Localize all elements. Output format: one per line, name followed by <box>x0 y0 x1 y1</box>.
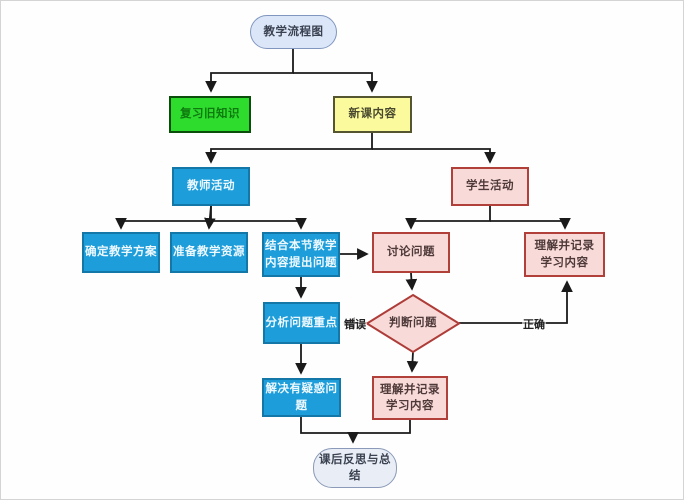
node-analyze-key-points: 分析问题重点 <box>263 302 340 344</box>
edge-start-review <box>205 49 294 93</box>
edge-student-understand <box>490 218 571 230</box>
node-start: 教学流程图 <box>250 15 337 49</box>
node-new-lesson-content: 新课内容 <box>333 96 412 133</box>
node-student-activity: 学生活动 <box>451 167 529 206</box>
node-judge-question: 判断问题 <box>389 317 437 330</box>
edge-start-newcontent <box>293 72 378 93</box>
node-prepare-teaching-resources: 准备教学资源 <box>170 232 248 273</box>
judge-diamond-shape <box>365 293 461 354</box>
edge-discuss-judge <box>405 272 418 291</box>
node-understand-record-right: 理解并记录 学习内容 <box>524 232 605 277</box>
edge-teacher-questions <box>211 218 307 230</box>
node-solve-doubts: 解决有疑惑问题 <box>262 378 341 417</box>
edge-teacher-plan <box>115 206 212 230</box>
node-discuss-questions: 讨论问题 <box>372 232 450 273</box>
edge-solve-merge <box>300 417 353 434</box>
node-understand-record-bottom: 理解并记录 学习内容 <box>372 376 448 420</box>
edge-teacher-resources <box>204 205 216 230</box>
node-raise-questions: 结合本节教学 内容提出问题 <box>262 232 340 277</box>
node-teacher-activity: 教师活动 <box>172 167 250 206</box>
node-define-teaching-plan: 确定教学方案 <box>82 232 160 273</box>
edge-judge-understand-right <box>459 280 573 324</box>
edge-judge-understand-bottom <box>406 351 419 373</box>
edge-newcontent-teacher <box>205 133 373 164</box>
node-end: 课后反思与总结 <box>313 448 397 488</box>
edge-label-right: 正确 <box>522 316 546 332</box>
edge-student-discuss <box>405 206 491 230</box>
edge-label-wrong: 错误 <box>343 316 367 332</box>
node-review-old-knowledge: 复习旧知识 <box>169 96 251 133</box>
edge-newcontent-student <box>372 148 496 164</box>
edge-understand-merge <box>353 420 411 434</box>
